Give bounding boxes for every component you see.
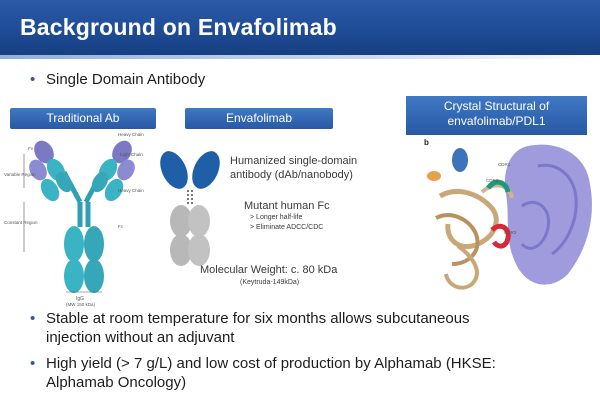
label-fc: Fc [118, 224, 123, 229]
label-cdr1: CDR1 [498, 162, 511, 167]
label-cdr2: CDR2 [486, 178, 499, 183]
label-light-chain: Light Chain [120, 152, 143, 157]
bullet-yield-line2: Alphamab Oncology) [46, 374, 187, 391]
arrow-icon: > [250, 214, 257, 221]
title-bar: Background on Envafolimab [0, 0, 600, 55]
envafolimab-diagram [160, 151, 220, 266]
label-igg-kda: (MW 150 kDa) [66, 302, 96, 307]
bullet-stability-line1: Stable at room temperature for six month… [46, 310, 470, 327]
bullet-dot-icon: • [30, 355, 36, 372]
bullet-dot-icon: • [30, 71, 36, 88]
bullet-text: Single Domain Antibody [46, 71, 206, 88]
bullet-dot-icon: • [30, 310, 36, 327]
label-heavy-chain-mid: Heavy Chain [118, 188, 144, 193]
envafolimab-mw-ref: (Keytruda-149kDa) [240, 279, 300, 286]
label-heavy-chain-top: Heavy Chain [118, 132, 144, 137]
traditional-antibody-diagram [23, 140, 135, 293]
label-constant-region: Constant Region [4, 220, 38, 225]
label-igg: IgG [76, 296, 85, 302]
fc-point1-text: Longer half-life [256, 214, 303, 221]
envafolimab-fc-title: Mutant human Fc [244, 200, 330, 212]
title-divider [0, 55, 600, 59]
label-variable-region: Variable Region [4, 172, 36, 177]
crystal-header-line1: Crystal Structural of [443, 99, 550, 113]
panel-header-traditional-ab: Traditional Ab [10, 108, 156, 129]
crystal-structure-image [427, 144, 592, 290]
panel-header-envafolimab: Envafolimab [185, 108, 333, 129]
label-cdr3: CDR3 [504, 230, 517, 235]
bullet-yield-line1: High yield (> 7 g/L) and low cost of pro… [46, 355, 496, 372]
envafolimab-fc-point2: > Eliminate ADCC/CDC [250, 224, 323, 231]
envafolimab-desc-line2: antibody (dAb/nanobody) [230, 169, 353, 181]
slide-title: Background on Envafolimab [20, 14, 337, 40]
crystal-figure-label: b [424, 138, 429, 147]
envafolimab-fc-point1: > Longer half-life [250, 214, 302, 221]
panel-header-crystal-structure: Crystal Structural of envafolimab/PDL1 [406, 96, 587, 135]
arrow-icon: > [250, 224, 257, 231]
bullet-stability-line2: injection without an adjuvant [46, 329, 235, 346]
envafolimab-mw: Molecular Weight: c. 80 kDa [200, 264, 338, 276]
crystal-header-line2: envafolimab/PDL1 [447, 114, 546, 128]
label-fv: Fv [28, 146, 33, 151]
envafolimab-desc-line1: Humanized single-domain [230, 155, 358, 167]
fc-point2-text: Eliminate ADCC/CDC [256, 224, 324, 231]
